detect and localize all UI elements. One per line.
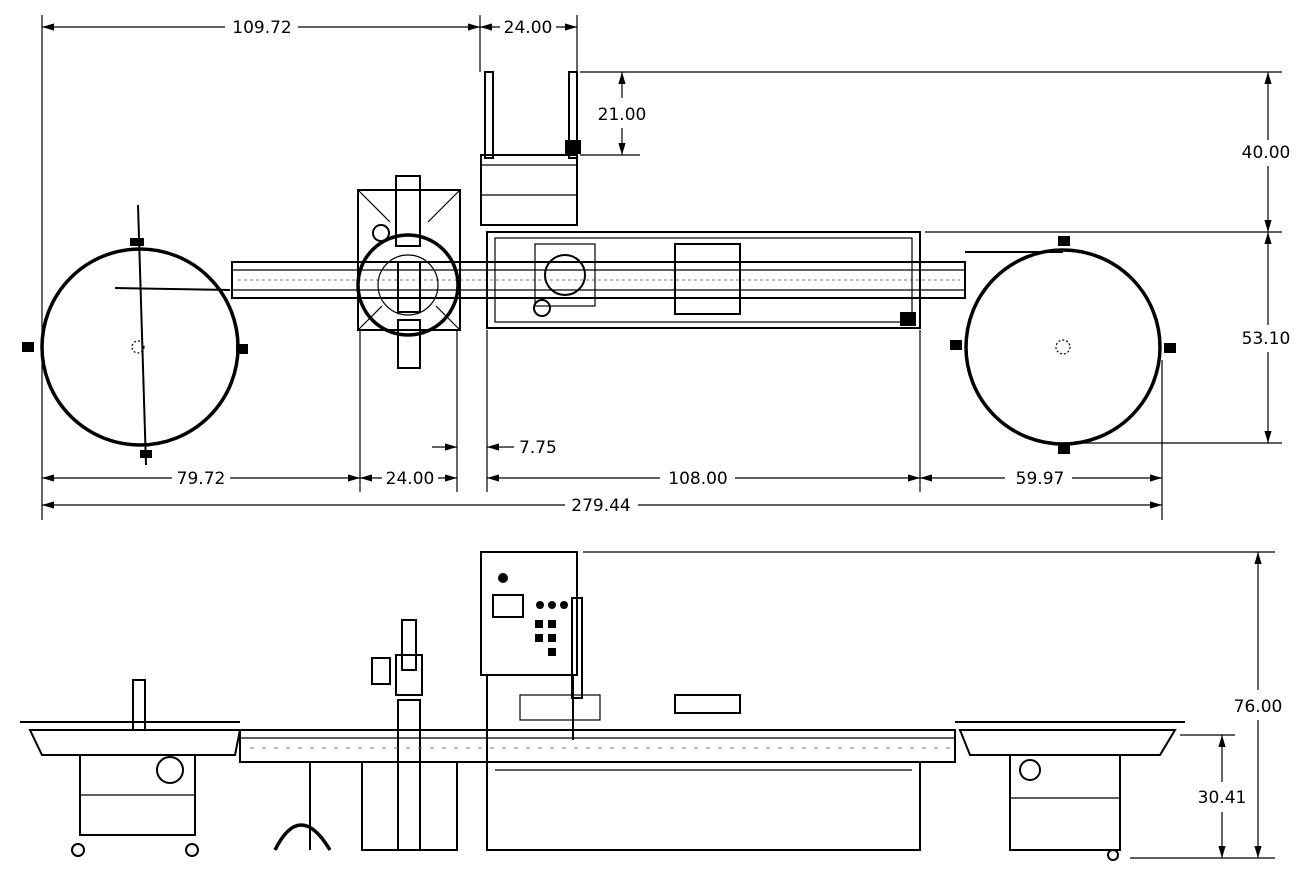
left-rotary-table [22,204,248,466]
right-table-side [955,721,1185,861]
conveyor-side [239,694,956,763]
dim-53-10: 53.10 [1242,329,1291,349]
dim-279-44: 279.44 [571,496,630,516]
conveyor-top [231,261,966,299]
dim-59-97: 59.97 [1016,469,1065,489]
top-view: 109.72 24.00 21.00 40.00 53.10 79 [22,15,1290,520]
right-rotary-table [950,236,1176,454]
dim-7-75: 7.75 [519,438,557,458]
side-view: 76.00 30.41 [20,551,1283,861]
starwheel-unit [356,175,461,369]
left-table-side [20,679,242,857]
dim-108-00: 108.00 [668,469,727,489]
dim-21-00: 21.00 [598,105,647,125]
dim-79-72: 79.72 [177,469,226,489]
dim-24-00-top: 24.00 [504,18,553,38]
dim-30-41: 30.41 [1198,788,1247,808]
dim-24-00-bottom: 24.00 [386,469,435,489]
dim-40-00: 40.00 [1242,143,1291,163]
top-dimensions: 109.72 24.00 21.00 40.00 53.10 79 [41,15,1291,520]
dim-109-72: 109.72 [232,18,291,38]
side-dimensions: 76.00 30.41 [583,551,1283,859]
frames-side [273,761,921,851]
control-panel-top [480,71,581,226]
capping-head [371,619,423,851]
main-frame-top [486,231,921,329]
dim-76-00: 76.00 [1234,697,1283,717]
control-panel-side [480,551,583,850]
